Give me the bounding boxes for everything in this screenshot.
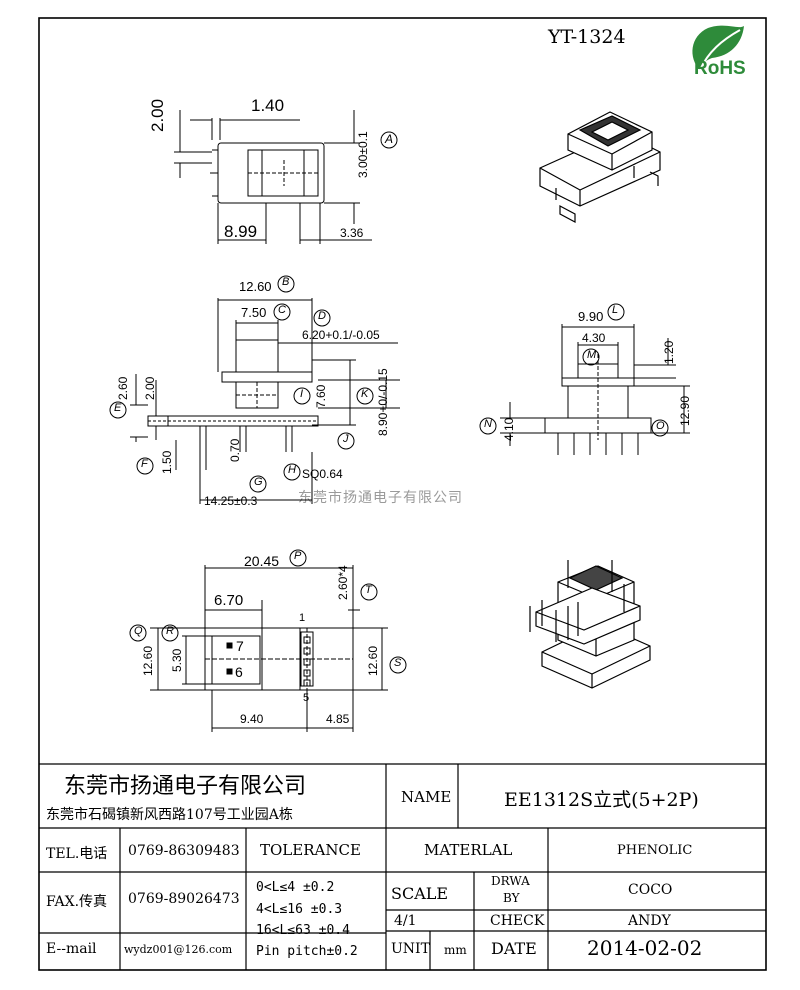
- callout-I: I: [300, 388, 304, 400]
- callout-K: K: [361, 388, 369, 400]
- tolerance-row-1: 0<L≤4 ±0.2: [256, 880, 335, 895]
- dim-top-8.99: 8.99: [224, 222, 258, 241]
- callout-P: P: [294, 550, 302, 562]
- date-value: 2014-02-02: [587, 936, 703, 960]
- isometric-view-top: [539, 111, 661, 223]
- dim-bottom-12.60-left: 12.60: [141, 645, 155, 676]
- company-address: 东莞市石碣镇新风西路107号工业园A栋: [46, 807, 293, 823]
- dim-front-6.20: 6.20+0.1/-0.05: [302, 328, 380, 342]
- dim-front-2.60: 2.60: [116, 376, 130, 400]
- callout-J: J: [343, 433, 349, 445]
- email-value: wydz001@126.com: [124, 943, 233, 956]
- callout-D: D: [318, 310, 326, 322]
- top-view: [174, 110, 398, 244]
- fax-label: FAX.传真: [46, 894, 108, 910]
- dim-bottom-20.45: 20.45: [244, 553, 280, 569]
- callout-B: B: [282, 276, 290, 288]
- dim-bottom-6.70: 6.70: [214, 592, 244, 609]
- callout-N: N: [484, 418, 492, 430]
- callout-S: S: [394, 657, 402, 669]
- dim-top-3.00: 3.00±0.1: [356, 131, 370, 178]
- fax-value: 0769-89026473: [128, 891, 240, 907]
- dim-bottom-9.40: 9.40: [240, 712, 264, 726]
- dim-front-1.50: 1.50: [160, 450, 174, 474]
- date-label: DATE: [491, 939, 537, 958]
- watermark: 东莞市扬通电子有限公司: [298, 489, 463, 505]
- front-view: [109, 275, 400, 504]
- unit-label: UNIT: [391, 941, 430, 957]
- tolerance-row-4: Pin pitch±0.2: [256, 944, 358, 959]
- tolerance-row-3: 16<L≤63 ±0.4: [256, 923, 350, 938]
- callout-O: O: [656, 420, 665, 432]
- title-block-grid: [39, 763, 766, 970]
- dim-side-4.10: 4.10: [502, 417, 516, 441]
- dim-front-sq0.64: SQ0.64: [302, 467, 343, 481]
- dim-bottom-2.60x4: 2.60*4: [336, 565, 350, 600]
- callout-C: C: [278, 304, 286, 316]
- dim-side-4.30: 4.30: [582, 331, 606, 345]
- dim-top-2.00: 2.00: [148, 98, 167, 132]
- tel-label: TEL.电话: [46, 846, 108, 862]
- dim-side-1.20: 1.20: [662, 340, 676, 364]
- callout-A: A: [385, 132, 394, 146]
- part-name: EE1312S立式(5+2P): [504, 789, 699, 811]
- dim-side-9.90: 9.90: [578, 309, 604, 324]
- material-value: PHENOLIC: [617, 843, 693, 858]
- dim-front-7.50: 7.50: [241, 305, 267, 320]
- leaf-icon: [692, 25, 744, 71]
- tolerance-label: TOLERANCE: [260, 841, 361, 859]
- dim-front-0.70: 0.70: [228, 438, 242, 462]
- email-label: E--mail: [46, 941, 97, 957]
- dim-top-1.40: 1.40: [251, 96, 285, 115]
- callout-Q: Q: [134, 625, 143, 637]
- bottom-view: [129, 549, 407, 732]
- tel-value: 0769-86309483: [128, 843, 240, 859]
- callout-L: L: [612, 304, 619, 316]
- callout-H: H: [288, 464, 296, 476]
- dim-front-7.60: 7.60: [314, 384, 328, 408]
- isometric-view-bottom: [529, 560, 651, 689]
- dim-bottom-4.85: 4.85: [326, 712, 350, 726]
- rohs-logo: RoHS: [692, 25, 746, 79]
- pin-label-5: 5: [303, 692, 310, 704]
- side-view: [479, 303, 690, 455]
- sheet-border: [38, 17, 767, 971]
- pin-label-1: 1: [299, 612, 306, 624]
- check-label: CHECK: [490, 913, 545, 929]
- dim-front-8.90: 8.90+0/-0.15: [376, 368, 390, 436]
- callout-T: T: [365, 584, 372, 596]
- dim-front-2.00: 2.00: [143, 376, 157, 400]
- company-name: 东莞市扬通电子有限公司: [64, 774, 307, 799]
- callout-M: M: [587, 349, 597, 361]
- name-label: NAME: [401, 788, 452, 806]
- part-number: YT-1324: [547, 26, 626, 48]
- drawn-label-1: DRWA: [491, 874, 530, 888]
- callout-F: F: [141, 458, 148, 470]
- callout-G: G: [254, 476, 263, 488]
- dim-front-12.60: 12.60: [239, 279, 272, 294]
- unit-value: mm: [444, 943, 467, 957]
- drawn-by-value: COCO: [628, 882, 673, 898]
- dim-bottom-12.60-right: 12.60: [366, 645, 380, 676]
- pin-label-7: 7: [236, 638, 244, 654]
- callout-E: E: [114, 402, 122, 414]
- check-value: ANDY: [628, 913, 671, 929]
- rohs-text: RoHS: [694, 58, 746, 79]
- dim-bottom-5.30: 5.30: [170, 648, 184, 672]
- dim-front-14.25: 14.25±0.3: [204, 494, 258, 508]
- callout-R: R: [166, 625, 174, 637]
- material-label: MATERLAL: [424, 841, 513, 859]
- tolerance-row-2: 4<L≤16 ±0.3: [256, 902, 343, 917]
- scale-label: SCALE: [391, 884, 449, 903]
- drawn-label-2: BY: [503, 891, 520, 905]
- scale-value: 4/1: [394, 913, 417, 929]
- dim-side-12.90: 12.90: [678, 395, 692, 426]
- pin-label-6: 6: [235, 664, 243, 680]
- dim-top-3.36: 3.36: [340, 226, 364, 240]
